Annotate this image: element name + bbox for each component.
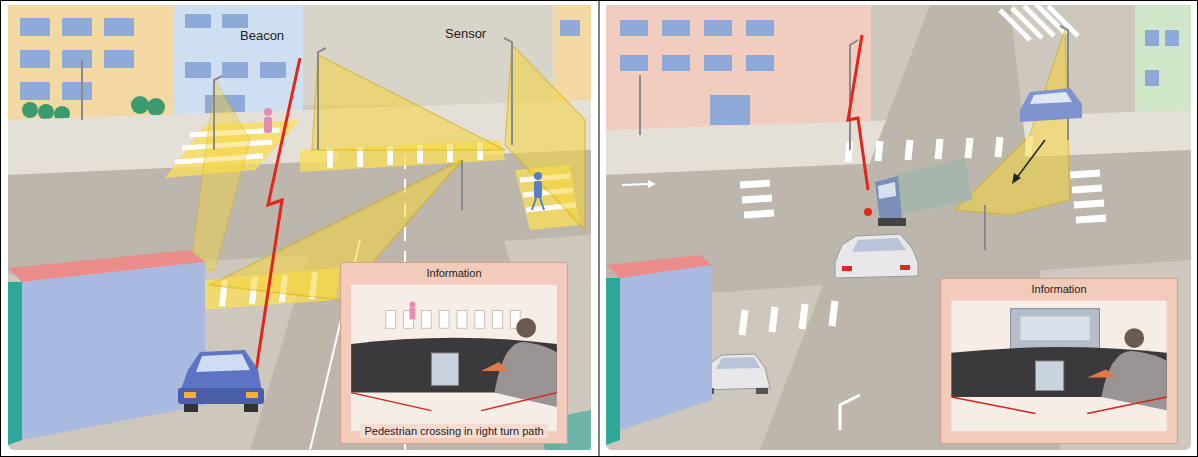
- dashboard-view: [341, 263, 567, 443]
- truck: [864, 158, 972, 226]
- info-panel: InformationPedestrian crossing in right …: [340, 262, 568, 444]
- callout-label: Sensor: [445, 26, 486, 41]
- panel-heading: Information: [1027, 282, 1090, 296]
- panel-divider: [599, 0, 600, 457]
- panel-caption: Pedestrian crossing in right turn path: [360, 424, 547, 438]
- panel-heading: Information: [422, 266, 485, 280]
- dashboard-view: [941, 279, 1177, 443]
- right-scene: [606, 4, 1191, 450]
- car: [178, 350, 264, 412]
- info-panel: Information: [940, 278, 1178, 444]
- left-scene: [8, 5, 591, 450]
- callout-label: Beacon: [240, 28, 284, 43]
